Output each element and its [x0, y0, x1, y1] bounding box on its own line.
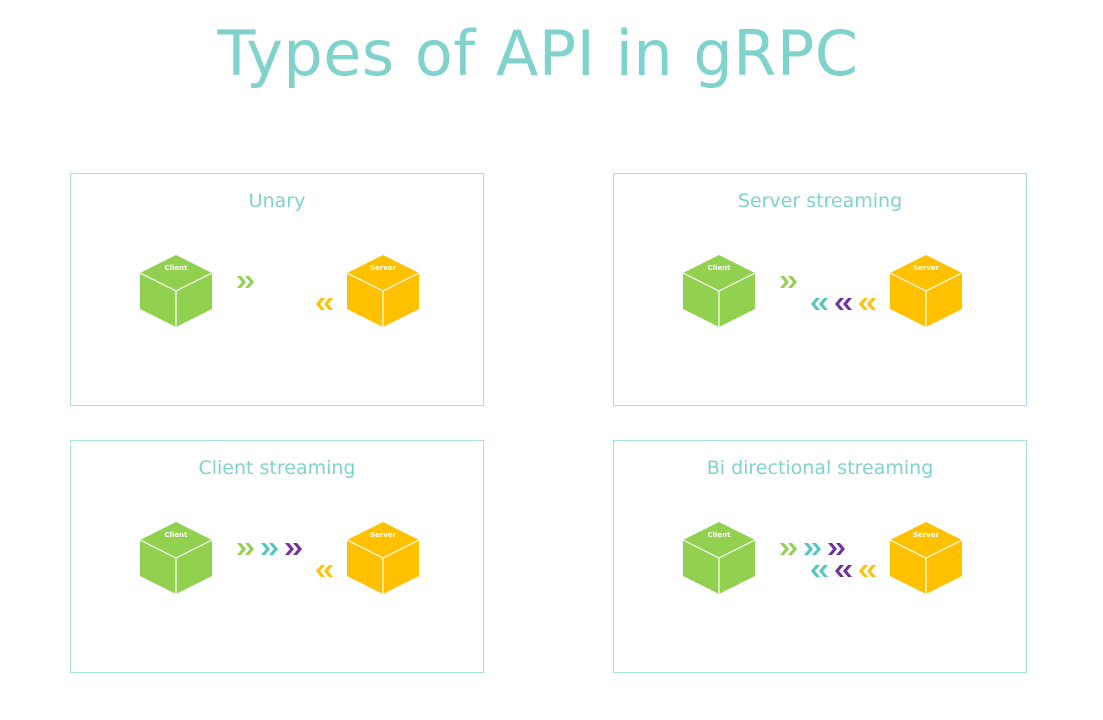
server-cube: Server: [345, 520, 421, 596]
response-arrow-yellow: [858, 565, 880, 579]
server-cube: Server: [888, 520, 964, 596]
page-title: Types of API in gRPC: [217, 17, 859, 90]
response-arrow-purple: [834, 298, 856, 312]
request-arrow-green: [780, 543, 802, 557]
response-arrow-teal: [810, 565, 832, 579]
client-label: Client: [707, 264, 731, 272]
client-cube: Client: [138, 253, 214, 329]
client-cube: Client: [138, 520, 214, 596]
request-arrow-purple: [828, 543, 850, 557]
panel-title: Server streaming: [737, 190, 903, 212]
panel-server-streaming: Server streaming Client Server: [613, 173, 1027, 406]
response-arrow-yellow: [315, 565, 337, 579]
panel-title: Bi directional streaming: [706, 457, 934, 479]
panel-client-streaming: Client streaming Client Server: [70, 440, 484, 673]
client-cube: Client: [681, 253, 757, 329]
cube-icon: [139, 255, 213, 327]
server-label: Server: [912, 531, 939, 539]
client-label: Client: [707, 531, 731, 539]
panel-bi-directional-streaming: Bi directional streaming Client Server: [613, 440, 1027, 673]
cube-icon: [682, 522, 756, 594]
client-label: Client: [164, 531, 188, 539]
server-label: Server: [912, 264, 939, 272]
response-arrow-teal: [810, 298, 832, 312]
cube-icon: [889, 522, 963, 594]
response-arrow-purple: [834, 565, 856, 579]
panel-title: Unary: [248, 190, 306, 212]
client-label: Client: [164, 264, 188, 272]
server-cube: Server: [345, 253, 421, 329]
request-arrow-green: [237, 276, 259, 290]
client-cube: Client: [681, 520, 757, 596]
panel-title: Client streaming: [198, 457, 356, 479]
server-cube: Server: [888, 253, 964, 329]
panel-unary: Unary Client Server: [70, 173, 484, 406]
cube-icon: [139, 522, 213, 594]
request-arrow-teal: [804, 543, 826, 557]
server-label: Server: [369, 531, 396, 539]
server-label: Server: [369, 264, 396, 272]
request-arrow-green: [237, 543, 259, 557]
request-arrow-purple: [285, 543, 307, 557]
cube-icon: [346, 522, 420, 594]
response-arrow-yellow: [315, 298, 337, 312]
response-arrow-yellow: [858, 298, 880, 312]
cube-icon: [682, 255, 756, 327]
cube-icon: [889, 255, 963, 327]
request-arrow-teal: [261, 543, 283, 557]
request-arrow-green: [780, 276, 802, 290]
cube-icon: [346, 255, 420, 327]
